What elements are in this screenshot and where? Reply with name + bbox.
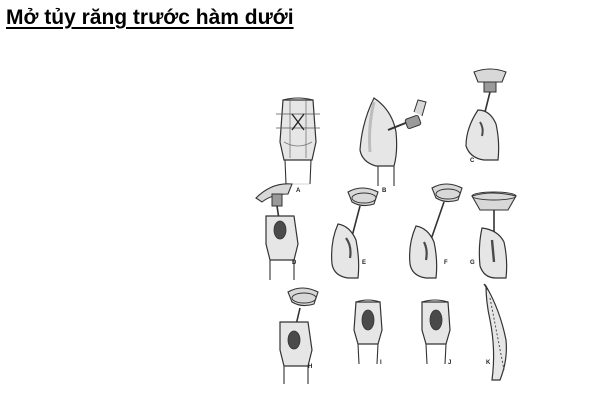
panel-i: I bbox=[340, 280, 420, 390]
panel-d-label: D bbox=[292, 260, 297, 266]
panel-d: D bbox=[248, 180, 328, 290]
panel-a-drawing bbox=[276, 97, 320, 185]
access-opening-illustration: A B C D bbox=[248, 62, 548, 392]
panel-g-label: G bbox=[470, 260, 475, 266]
panel-g-drawing bbox=[471, 191, 517, 279]
panel-j-drawing bbox=[421, 299, 451, 365]
panel-f-drawing bbox=[409, 183, 463, 279]
panel-g: G bbox=[468, 180, 548, 290]
panel-c-drawing bbox=[465, 68, 507, 161]
panel-b-drawing bbox=[359, 97, 427, 186]
panel-b-label: B bbox=[382, 188, 387, 194]
panel-k-drawing bbox=[483, 283, 507, 381]
panel-h-drawing bbox=[279, 287, 319, 384]
panel-e: E bbox=[326, 180, 406, 290]
panel-h-label: H bbox=[308, 364, 313, 370]
panel-f: F bbox=[408, 180, 488, 290]
panel-i-drawing bbox=[353, 299, 383, 365]
panel-b: B bbox=[348, 92, 428, 202]
panel-j-label: J bbox=[448, 360, 452, 366]
panel-k-label: K bbox=[486, 360, 491, 366]
panel-d-drawing bbox=[255, 183, 299, 280]
panel-c: C bbox=[444, 62, 524, 172]
panel-i-label: I bbox=[380, 360, 382, 366]
panel-k: K bbox=[470, 280, 550, 390]
panel-f-label: F bbox=[444, 260, 448, 266]
panel-a-label: A bbox=[296, 188, 301, 194]
panel-c-label: C bbox=[470, 158, 475, 164]
panel-e-drawing bbox=[331, 187, 379, 279]
panel-j: J bbox=[408, 280, 488, 390]
panel-h: H bbox=[262, 280, 342, 390]
panel-e-label: E bbox=[362, 260, 367, 266]
panel-a: A bbox=[258, 92, 338, 202]
slide-title: Mở tủy răng trước hàm dưới bbox=[6, 6, 294, 29]
